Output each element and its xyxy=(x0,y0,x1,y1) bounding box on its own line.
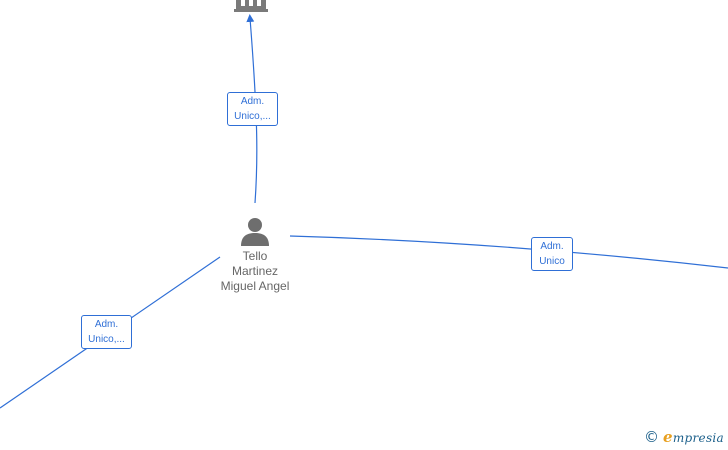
edge-label-top-line1: Adm. xyxy=(240,96,265,107)
empresia-logo: empresia xyxy=(663,428,724,446)
copyright-symbol: © xyxy=(644,428,659,446)
edge-label-top[interactable]: Adm. Unico,... xyxy=(227,92,278,126)
person-name-line3: Miguel Angel xyxy=(220,279,290,293)
person-icon xyxy=(241,218,269,246)
empresia-logo-initial: e xyxy=(663,428,673,446)
edge-to-right-company[interactable] xyxy=(289,235,728,269)
building-icon[interactable] xyxy=(234,0,268,12)
person-name-line1: Tello xyxy=(242,249,268,263)
person-node[interactable]: Tello Martinez Miguel Angel xyxy=(205,216,305,294)
empresia-logo-text: mpresia xyxy=(672,431,724,445)
edge-label-right-line2: Unico xyxy=(539,256,565,267)
person-name-line2: Martinez xyxy=(231,264,278,278)
edge-label-top-line2: Unico,... xyxy=(234,111,271,122)
edge-label-bottom-left[interactable]: Adm. Unico,... xyxy=(81,315,132,349)
edge-label-bottom-left-line1: Adm. xyxy=(94,319,119,330)
empresia-watermark: © empresia xyxy=(644,428,724,446)
edge-label-bottom-left-line2: Unico,... xyxy=(88,334,125,345)
edge-label-right[interactable]: Adm. Unico xyxy=(531,237,573,271)
edge-label-right-line1: Adm. xyxy=(540,241,564,252)
edge-to-top-company[interactable] xyxy=(246,14,258,204)
